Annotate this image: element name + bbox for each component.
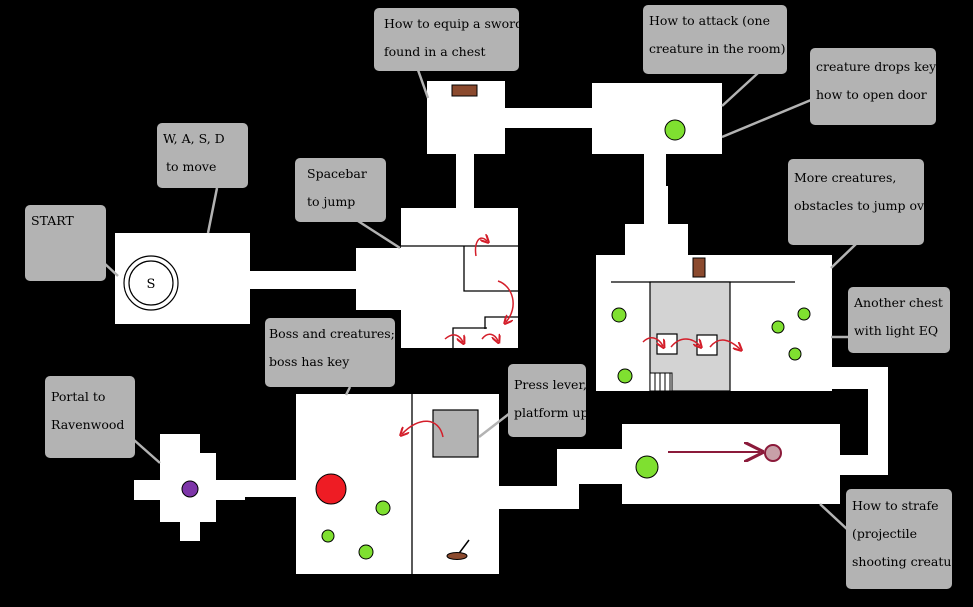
jump-arrow-icon [497, 280, 514, 322]
boss-icon [315, 473, 347, 505]
callout-connector [721, 72, 759, 107]
note-line: How to strafe [852, 498, 939, 513]
corridor-lever [498, 486, 579, 509]
lever-platform [432, 409, 479, 458]
note-line: How to equip a sword, [384, 16, 528, 31]
strafe-room [622, 424, 840, 504]
callout-connector [819, 503, 849, 531]
note-attack: How to attack (one creature in the room) [643, 5, 787, 74]
note-line: to jump [307, 194, 356, 209]
callout-connector [357, 219, 401, 250]
callout-connector [133, 439, 161, 464]
callout-connector [344, 386, 352, 396]
lever-icon [446, 539, 470, 560]
creature-icon [797, 307, 811, 321]
creature-icon [321, 529, 335, 543]
note-line: More creatures, [794, 170, 897, 185]
corridor-start-east [250, 271, 356, 289]
corridor-sword-east [505, 108, 592, 128]
jump-arrow-icon [402, 420, 444, 437]
note-start: START [25, 205, 106, 281]
note-move: W, A, S, D to move [157, 123, 248, 188]
note-line: W, A, S, D [163, 131, 225, 146]
projectile-shooter-icon [764, 444, 782, 462]
portal-icon [181, 480, 199, 498]
corridor-east-to-strafe [838, 455, 888, 475]
note-key: creature drops key; how to open door [810, 48, 941, 125]
note-jump: Spacebar to jump [295, 158, 386, 222]
jump-arrow-icon [642, 337, 663, 346]
start-marker-icon: S [123, 255, 179, 311]
note-sword: How to equip a sword, found in a chest [374, 8, 528, 71]
note-line: (projectile [852, 526, 918, 541]
corridor-portal [245, 480, 296, 497]
note-line: START [31, 213, 74, 228]
jump-arrow-icon [670, 338, 700, 347]
jump-arrow-icon [444, 334, 463, 342]
corridor-attack-south [644, 154, 666, 186]
jump-arrow-icon [709, 339, 740, 349]
creature-icon [771, 320, 785, 334]
note-portal: Portal to Ravenwood [45, 376, 135, 458]
corridor-strafe-west [557, 449, 622, 484]
callout-connector [103, 262, 119, 277]
callout-connector [830, 243, 857, 269]
note-line: shooting creature [852, 554, 965, 569]
corridor-jump-north [456, 154, 474, 208]
note-line: Spacebar [307, 166, 367, 181]
note-boss: Boss and creatures; boss has key [265, 318, 395, 387]
creature-icon [788, 347, 802, 361]
creature-icon [635, 455, 659, 479]
creature-icon [664, 119, 686, 141]
sword-chest-icon [451, 84, 478, 97]
note-lever: Press lever, platform up [508, 364, 589, 437]
note-line: Boss and creatures; [269, 326, 395, 341]
note-line: Press lever, [514, 377, 588, 392]
creature-icon [358, 544, 374, 560]
note-line: platform up [514, 405, 589, 420]
jump-arrow-icon [481, 333, 498, 341]
start-marker-label: S [147, 277, 156, 292]
note-strafe: How to strafe (projectile shooting creat… [846, 489, 965, 589]
note-line: Portal to [51, 389, 106, 404]
room-antechamber [625, 224, 688, 256]
note-light-eq-chest: Another chest with light EQ [848, 287, 950, 353]
note-line: Ravenwood [51, 417, 125, 432]
creature-icon [617, 368, 633, 384]
note-line: Another chest [854, 295, 943, 310]
stairs [649, 372, 673, 392]
callout-connector [416, 69, 430, 99]
note-line: obstacles to jump over [794, 198, 938, 213]
note-line: with light EQ [854, 323, 939, 338]
attack-room [592, 83, 722, 154]
note-line: how to open door [816, 87, 927, 102]
note-line: to move [166, 159, 217, 174]
jump-room [401, 208, 518, 348]
corridor-attack-south-2 [644, 186, 668, 226]
note-line: boss has key [269, 354, 350, 369]
callout-connector [721, 98, 812, 139]
light-eq-chest-icon [692, 257, 706, 278]
jump-arrow-icon [474, 238, 487, 257]
note-line: How to attack (one [649, 13, 770, 28]
creature-icon [375, 500, 391, 516]
note-more-creatures: More creatures, obstacles to jump over [788, 159, 938, 245]
creature-icon [611, 307, 627, 323]
note-line: creature in the room) [649, 41, 786, 56]
note-line: found in a chest [384, 44, 486, 59]
callout-connector [478, 412, 511, 438]
callout-connector [206, 187, 219, 234]
corridor-east-vertical [868, 367, 888, 475]
jump-room-west-wing [356, 248, 401, 310]
note-line: creature drops key; [816, 59, 941, 74]
